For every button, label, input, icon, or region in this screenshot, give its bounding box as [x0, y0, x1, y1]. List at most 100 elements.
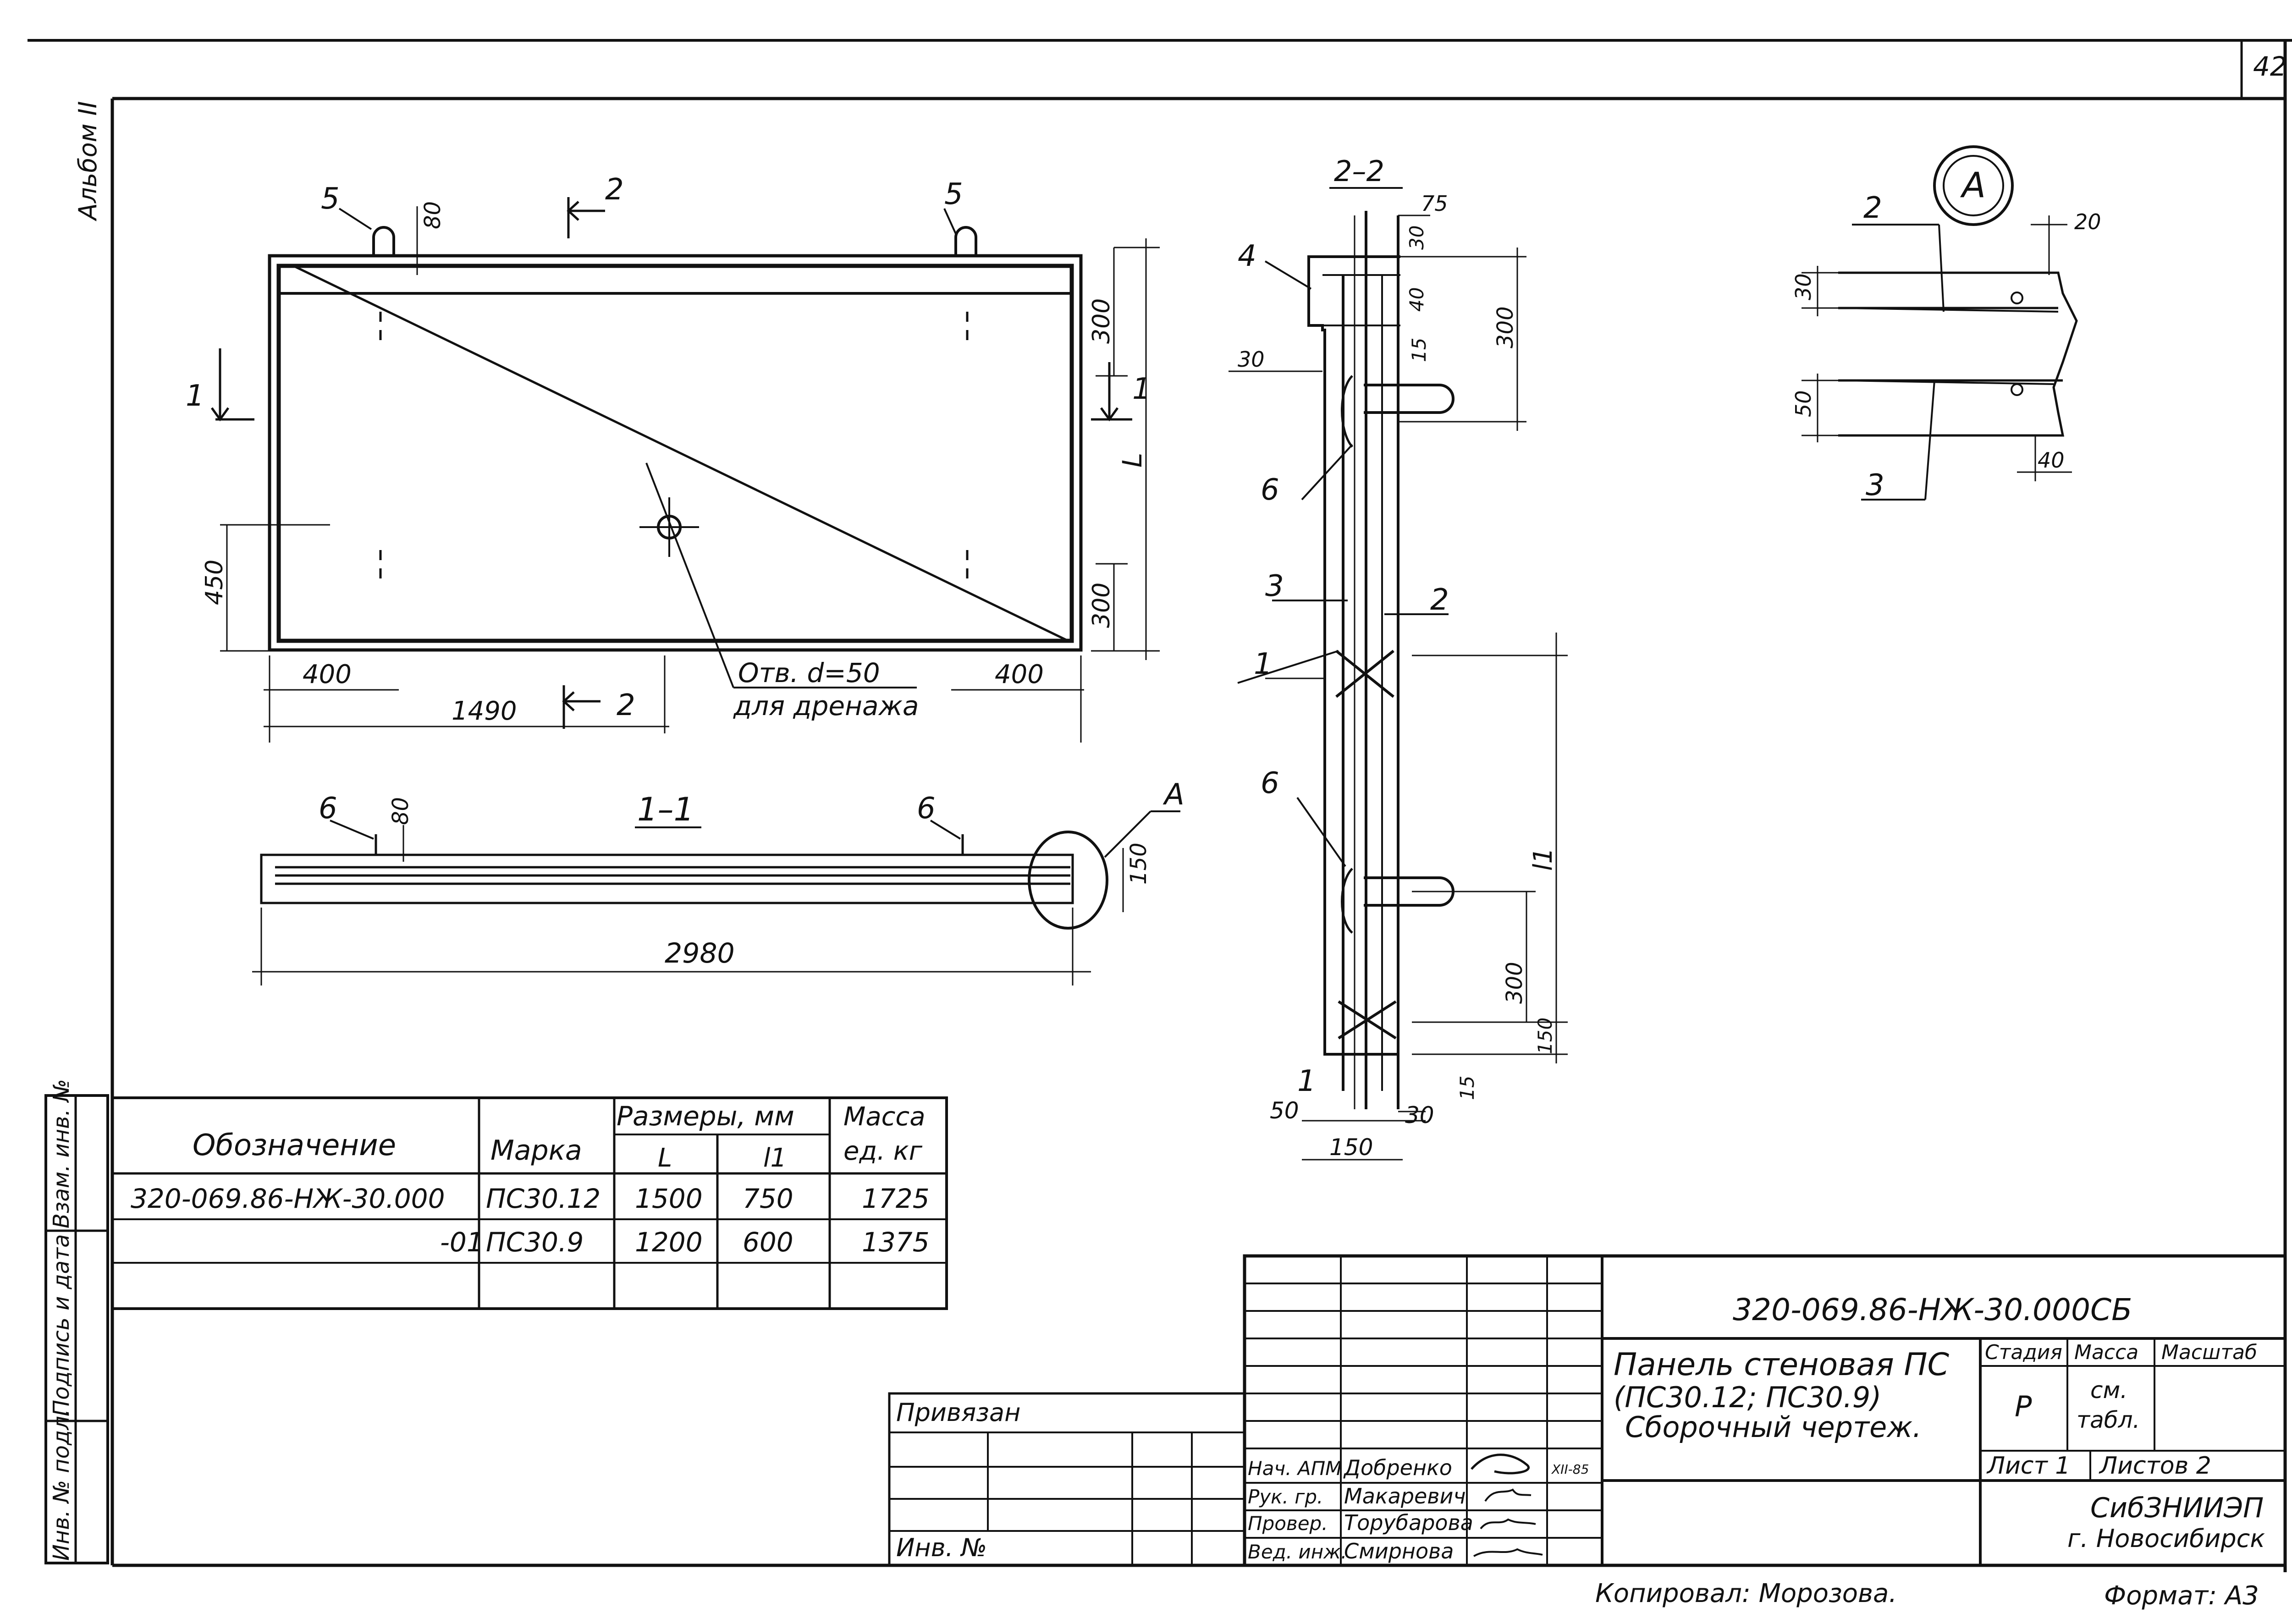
callout-1-mid: 1	[1254, 647, 1273, 681]
mass-header: Масса	[2074, 1341, 2138, 1364]
plan-view: Отв. d=50 для дренажа 5 5 80 2 1	[186, 173, 1160, 743]
doc-code: 320-069.86-НЖ-30.000СБ	[1733, 1292, 2132, 1327]
section-mark-2-top	[567, 197, 605, 238]
hole-note-line2: для дренажа	[733, 690, 919, 721]
panel-inner-reinforcement	[276, 264, 1074, 643]
dim-30-left: 30	[1238, 347, 1265, 372]
section-2-2-title: 2–2	[1334, 154, 1384, 188]
side-inv-podl: Инв. № подл.	[49, 1409, 74, 1561]
hole-note-line1: Отв. d=50	[738, 657, 880, 688]
dim-bottom-300: 300	[1088, 583, 1115, 628]
callout-6-top: 6	[1261, 473, 1279, 507]
section-mark-2-top-label: 2	[605, 173, 624, 207]
section-1-1-title: 1–1	[637, 791, 694, 828]
row2-mark: ПС30.9	[486, 1227, 584, 1258]
binding-privyazan: Привязан	[896, 1398, 1020, 1427]
detail-callout-2: 2	[1863, 191, 1882, 225]
staff-name-4: Смирнова	[1344, 1539, 1454, 1563]
section-1-1: 6 6 A 1–1 80 150 2980	[252, 778, 1185, 985]
callout-1-bottom: 1	[1297, 1064, 1316, 1098]
format: Формат: А3	[2104, 1581, 2259, 1611]
stage-value: Р	[2015, 1390, 2032, 1423]
lifting-loop-left	[372, 226, 395, 256]
title-line2: (ПС30.12; ПС30.9)	[1614, 1381, 1881, 1414]
album-label: Альбом II	[73, 101, 102, 221]
callout-6-right: 6	[917, 792, 936, 826]
th-mass-line1: Масса	[843, 1102, 926, 1132]
staff-name-1: Добренко	[1343, 1455, 1452, 1480]
detail-dim-50: 50	[1791, 390, 1816, 417]
dim-150-horizontal: 150	[1329, 1134, 1373, 1161]
th-l1: l1	[763, 1143, 787, 1173]
callout-4: 4	[1238, 239, 1256, 273]
scale-header: Масштаб	[2161, 1341, 2257, 1364]
dim-l1: l1	[1528, 848, 1558, 871]
th-sizes: Размеры, мм	[617, 1101, 794, 1132]
callout-loop-right: 5	[944, 177, 963, 211]
dim-15-top: 15	[1408, 338, 1430, 362]
detail-dim-30: 30	[1791, 273, 1816, 300]
dim-30-top: 30	[1405, 226, 1428, 250]
row2-designation: -01	[440, 1227, 484, 1258]
binding-inv-no: Инв. №	[896, 1533, 987, 1562]
callout-detail-a: A	[1163, 778, 1185, 812]
stage-header: Стадия	[1985, 1341, 2062, 1364]
dim-thickness-150: 150	[1126, 842, 1152, 885]
section-mark-1-left-label: 1	[186, 379, 204, 413]
dim-300-bottom: 300	[1502, 962, 1527, 1004]
callout-2: 2	[1430, 583, 1449, 617]
dim-450: 450	[201, 560, 228, 605]
title-block	[1243, 1254, 2287, 1567]
section-mark-2-bottom	[562, 685, 601, 729]
row2-L: 1200	[635, 1227, 703, 1258]
row1-mass: 1725	[862, 1183, 930, 1214]
row1-L: 1500	[635, 1183, 703, 1214]
th-mark: Марка	[490, 1134, 582, 1167]
section-2-2: 2–2 75 30	[1229, 154, 1568, 1161]
dim-2980: 2980	[665, 937, 735, 969]
dim-400-left: 400	[303, 660, 352, 689]
row2-l1: 600	[743, 1227, 793, 1258]
dim-50: 50	[1270, 1097, 1299, 1124]
detail-a: A 2 3 20 30 50 40	[1791, 145, 2101, 502]
staff-date-1: XII-85	[1551, 1462, 1589, 1477]
dim-loop-height: 80	[420, 201, 446, 229]
org-line2: г. Новосибирск	[2067, 1524, 2265, 1553]
callout-loop-left: 5	[321, 182, 340, 216]
detail-a-title: A	[1960, 165, 1986, 205]
row1-designation: 320-069.86-НЖ-30.000	[131, 1183, 445, 1214]
sheet-frame	[28, 39, 2292, 1572]
sheets-label: Листов 2	[2099, 1452, 2211, 1480]
dim-L: L	[1117, 453, 1148, 468]
dim-top-300: 300	[1088, 298, 1115, 344]
section-mark-1-right-label: 1	[1132, 372, 1151, 406]
row2-mass: 1375	[862, 1227, 930, 1258]
detail-dim-40: 40	[2038, 448, 2065, 473]
section-mark-1-right	[1091, 362, 1132, 422]
org-line1: СибЗНИИЭП	[2090, 1492, 2264, 1524]
section-mark-2-bottom-label: 2	[617, 688, 635, 722]
drain-hole	[639, 462, 917, 688]
callout-6-bottom: 6	[1261, 766, 1279, 800]
staff-role-1: Нач. АПМ	[1248, 1457, 1342, 1480]
panel-outline	[268, 254, 1083, 652]
dim-80: 80	[388, 797, 413, 825]
dim-40: 40	[1405, 287, 1428, 312]
side-sign-date: Подпись и дата	[49, 1234, 74, 1416]
staff-role-2: Рук. гр.	[1248, 1486, 1323, 1508]
callout-3: 3	[1265, 569, 1284, 603]
panel-diagonal	[292, 264, 1069, 642]
staff-role-4: Вед. инж.	[1248, 1541, 1347, 1563]
staff-role-3: Провер.	[1248, 1512, 1328, 1535]
dim-75: 75	[1421, 191, 1448, 216]
dim-150-vertical: 150	[1534, 1018, 1556, 1054]
mass-value-line2: табл.	[2077, 1407, 2140, 1433]
dim-400-right: 400	[995, 660, 1044, 689]
title-line3: Сборочный чертеж.	[1625, 1410, 1922, 1444]
dim-15-bottom: 15	[1456, 1076, 1478, 1100]
callout-6-left: 6	[319, 792, 337, 826]
detail-a-marker	[1028, 831, 1108, 930]
lifting-loop-right	[954, 226, 977, 256]
staff-name-3: Торубарова	[1344, 1510, 1473, 1535]
